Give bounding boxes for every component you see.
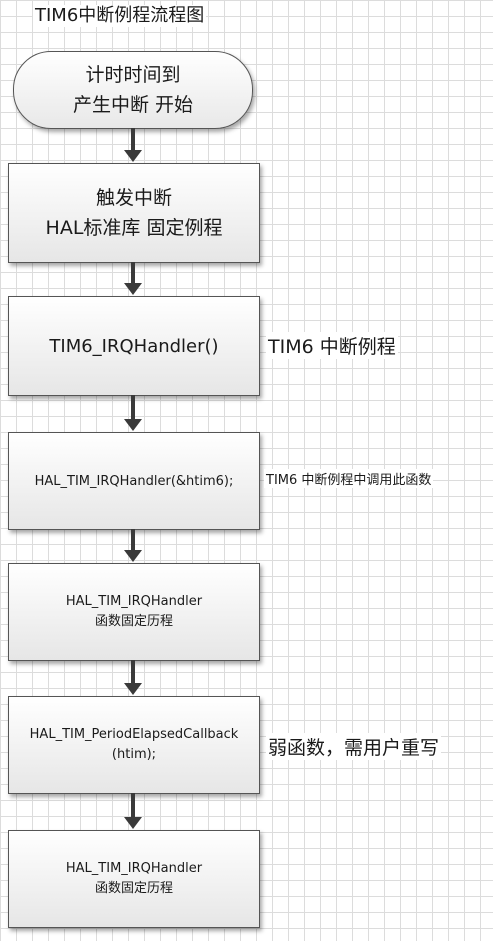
step-hal-tim-irqhandler-routine: HAL_TIM_IRQHandler 函数固定历程 bbox=[8, 563, 260, 661]
flow-arrow bbox=[124, 128, 142, 162]
step-line-2: 函数固定历程 bbox=[94, 614, 173, 629]
diagram-title: TIM6中断例程流程图 bbox=[33, 5, 207, 27]
step-line-1: HAL_TIM_PeriodElapsedCallback bbox=[29, 727, 239, 742]
flow-arrow bbox=[124, 262, 142, 295]
flow-arrow bbox=[124, 660, 142, 695]
note-callback: 弱函数，需用户重写 bbox=[266, 733, 442, 760]
note-tim6-irq: TIM6 中断例程 bbox=[266, 332, 398, 359]
step-line-1: HAL_TIM_IRQHandler bbox=[65, 861, 203, 876]
step-line-2: 函数固定历程 bbox=[94, 881, 173, 896]
step-period-elapsed-callback: HAL_TIM_PeriodElapsedCallback (htim); bbox=[8, 696, 260, 794]
step-line-1: TIM6_IRQHandler() bbox=[49, 335, 219, 357]
start-line-1: 计时时间到 bbox=[85, 64, 181, 86]
step-line-1: HAL_TIM_IRQHandler(&htim6); bbox=[34, 473, 234, 489]
flow-arrow bbox=[124, 529, 142, 562]
step-tim6-irqhandler: TIM6_IRQHandler() bbox=[8, 296, 260, 396]
step-hal-tim-irqhandler-routine-2: HAL_TIM_IRQHandler 函数固定历程 bbox=[8, 830, 260, 928]
start-terminal: 计时时间到 产生中断 开始 bbox=[13, 51, 253, 129]
step-trigger-interrupt: 触发中断 HAL标准库 固定例程 bbox=[8, 163, 260, 263]
start-line-2: 产生中断 开始 bbox=[72, 94, 194, 116]
flow-arrow bbox=[124, 793, 142, 829]
note-hal-irq: TIM6 中断例程中调用此函数 bbox=[264, 469, 434, 488]
step-hal-tim-irqhandler-call: HAL_TIM_IRQHandler(&htim6); bbox=[8, 432, 260, 530]
flow-arrow bbox=[124, 395, 142, 431]
step-line-1: 触发中断 bbox=[95, 187, 172, 209]
step-line-2: (htim); bbox=[111, 747, 157, 762]
step-line-2: HAL标准库 固定例程 bbox=[45, 217, 223, 239]
step-line-1: HAL_TIM_IRQHandler bbox=[65, 594, 203, 609]
